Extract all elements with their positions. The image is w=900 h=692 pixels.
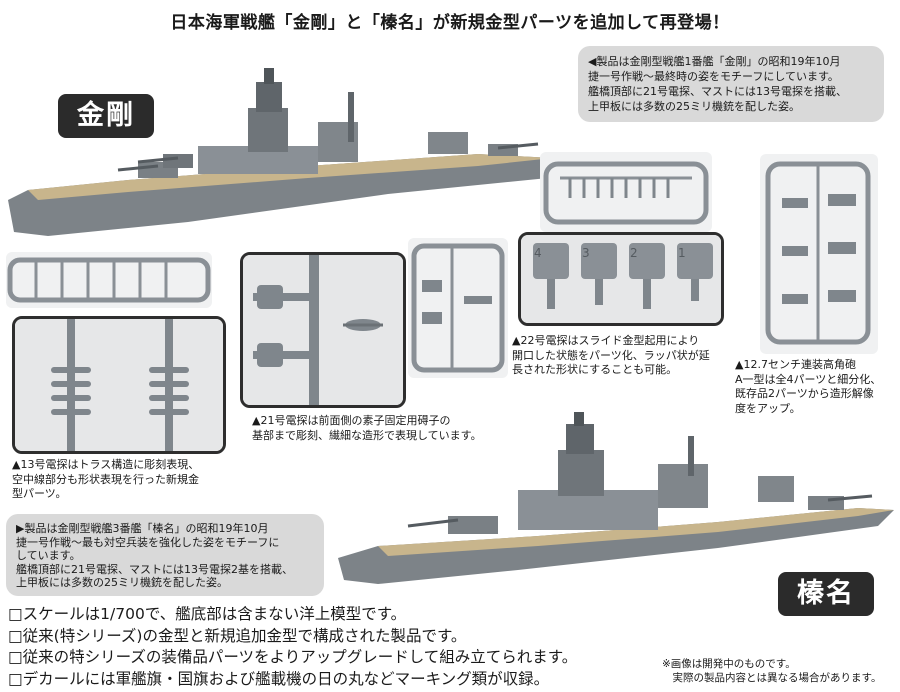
haruna-note-line: しています。: [16, 549, 81, 562]
feature-item: □従来(特シリーズ)の金型と新規追加金型で構成された製品です。: [8, 626, 467, 645]
caption-line: ▲22号電探はスライド金型起用により: [512, 334, 700, 347]
part-number-3: 3: [582, 246, 590, 260]
radar21-sprue-image: [408, 238, 508, 378]
part-number-4: 4: [534, 246, 542, 260]
disclaimer-line: 実際の製品内容とは異なる場合があります。: [662, 672, 882, 684]
radar22-sprue-image: [540, 152, 712, 232]
caption-line: 度をアップ。: [735, 401, 801, 415]
feature-item: □従来の特シリーズの装備品パーツをよりアップグレードして組み立てられます。: [8, 648, 578, 666]
radar13-caption: ▲13号電探はトラス構造に彫刻表現、 空中線部分も形状表現を行った新規金 型パー…: [12, 458, 242, 502]
disclaimer-line: ※画像は開発中のものです。: [662, 658, 796, 670]
radar22-closeup-frame: [518, 232, 724, 326]
aa-gun-sprue-image: [760, 154, 878, 354]
haruna-note-line: 捷一号作戦〜最も対空兵装を強化した姿をモチーフに: [16, 535, 280, 549]
haruna-note: ▶製品は金剛型戦艦3番艦「榛名」の昭和19年10月 捷一号作戦〜最も対空兵装を強…: [6, 514, 324, 596]
caption-line: 基部まで彫刻、繊細な造形で表現しています。: [252, 428, 482, 442]
kongo-name-badge: 金剛: [58, 94, 154, 138]
caption-line: 開口した状態をパーツ化、ラッパ状が延: [512, 348, 710, 362]
caption-line: ▲21号電探は前面側の素子固定用碍子の: [252, 414, 451, 427]
haruna-note-line: 艦橋頂部に21号電探、マストには13号電探2基を搭載、: [16, 562, 293, 576]
aa-gun-caption: ▲12.7センチ連装高角砲 A一型は全4パーツと細分化、 既存品2パーツから造形…: [735, 358, 895, 416]
part-number-2: 2: [630, 246, 638, 260]
radar13-sprue-image: [6, 252, 212, 308]
caption-line: 型パーツ。: [12, 487, 67, 500]
kongo-note-line: 上甲板には多数の25ミリ機銃を配した姿。: [588, 100, 800, 113]
kongo-note: ◀製品は金剛型戦艦1番艦「金剛」の昭和19年10月 捷一号作戦〜最終時の姿をモチ…: [578, 46, 884, 122]
haruna-note-line: ▶製品は金剛型戦艦3番艦「榛名」の昭和19年10月: [16, 522, 269, 535]
feature-list: □スケールは1/700で、艦底部は含まない洋上模型です。 □従来(特シリーズ)の…: [8, 604, 577, 690]
part-number-1: 1: [678, 246, 686, 260]
caption-line: 長された形状にすることも可能。: [512, 363, 678, 376]
radar21-caption: ▲21号電探は前面側の素子固定用碍子の 基部まで彫刻、繊細な造形で表現しています…: [252, 414, 532, 443]
radar21-closeup-frame: [240, 252, 406, 408]
caption-line: A一型は全4パーツと細分化、: [735, 372, 882, 386]
headline: 日本海軍戦艦「金剛」と「榛名」が新規金型パーツを追加して再登場！: [170, 13, 730, 33]
disclaimer: ※画像は開発中のものです。 実際の製品内容とは異なる場合があります。: [662, 657, 881, 685]
radar22-caption: ▲22号電探はスライド金型起用により 開口した状態をパーツ化、ラッパ状が延 長さ…: [512, 334, 732, 378]
kongo-note-line: 捷一号作戦〜最終時の姿をモチーフにしています。: [588, 70, 839, 83]
haruna-name-badge: 榛名: [778, 572, 874, 616]
kongo-note-line: 艦橋頂部に21号電探、マストには13号電探を搭載、: [588, 85, 847, 98]
kongo-ship-image: [8, 62, 568, 242]
feature-item: □デカールには軍艦旗・国旗および艦載機の日の丸などマーキング類が収録。: [8, 669, 550, 688]
haruna-note-line: 上甲板には多数の25ミリ機銃を配した姿。: [16, 576, 228, 589]
caption-line: 空中線部分も形状表現を行った新規金: [12, 472, 199, 486]
haruna-ship-image: [338, 410, 898, 590]
caption-line: ▲12.7センチ連装高角砲: [735, 358, 856, 371]
feature-item: □スケールは1/700で、艦底部は含まない洋上模型です。: [8, 605, 407, 623]
caption-line: 既存品2パーツから造形解像: [735, 387, 874, 400]
kongo-note-line: ◀製品は金剛型戦艦1番艦「金剛」の昭和19年10月: [588, 55, 841, 68]
caption-line: ▲13号電探はトラス構造に彫刻表現、: [12, 458, 200, 471]
radar13-closeup-frame: [12, 316, 226, 454]
